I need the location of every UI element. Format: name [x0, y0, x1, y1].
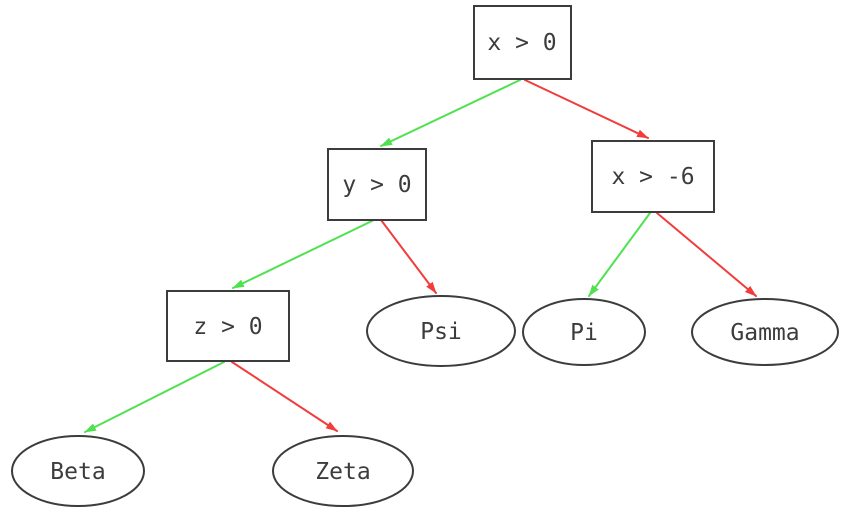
leaf-beta: Beta — [11, 435, 145, 507]
edge-y0-true-to-z0 — [232, 219, 375, 289]
leaf-gamma: Gamma — [691, 298, 839, 366]
node-z-gt-0: z > 0 — [166, 290, 290, 362]
decision-box — [327, 148, 427, 221]
decision-box — [166, 290, 290, 362]
edges — [84, 79, 757, 433]
node-x-gt-0: x > 0 — [473, 5, 572, 80]
edge-xm6-false-to-gamma — [656, 212, 757, 297]
leaf-zeta: Zeta — [272, 435, 414, 507]
edge-z0-true-to-beta — [84, 361, 225, 433]
node-label: y > 0 — [342, 172, 411, 198]
node-label: x > 0 — [487, 30, 556, 56]
node-label: Psi — [420, 319, 462, 345]
edge-x0-false-to-xm6 — [524, 79, 649, 139]
edge-xm6-true-to-pi — [588, 212, 651, 297]
leaf-psi: Psi — [366, 295, 516, 367]
leaf-pi: Pi — [522, 298, 646, 366]
decision-box — [591, 140, 715, 213]
node-y-gt-0: y > 0 — [327, 148, 427, 221]
edge-x0-true-to-y0 — [380, 79, 521, 147]
leaf-ellipse — [366, 295, 516, 367]
node-label: Gamma — [730, 320, 799, 346]
node-x-gt-neg6: x > -6 — [591, 140, 715, 213]
node-label: z > 0 — [193, 314, 262, 340]
edge-y0-false-to-psi — [380, 219, 437, 294]
node-label: Beta — [50, 459, 105, 485]
leaf-ellipse — [11, 435, 145, 507]
decision-box — [473, 5, 572, 80]
node-label: x > -6 — [611, 164, 694, 190]
leaf-ellipse — [522, 298, 646, 366]
edge-z0-false-to-zeta — [231, 361, 338, 432]
node-label: Zeta — [315, 459, 370, 485]
leaf-ellipse — [272, 435, 414, 507]
leaf-ellipse — [691, 298, 839, 366]
node-label: Pi — [570, 320, 598, 346]
